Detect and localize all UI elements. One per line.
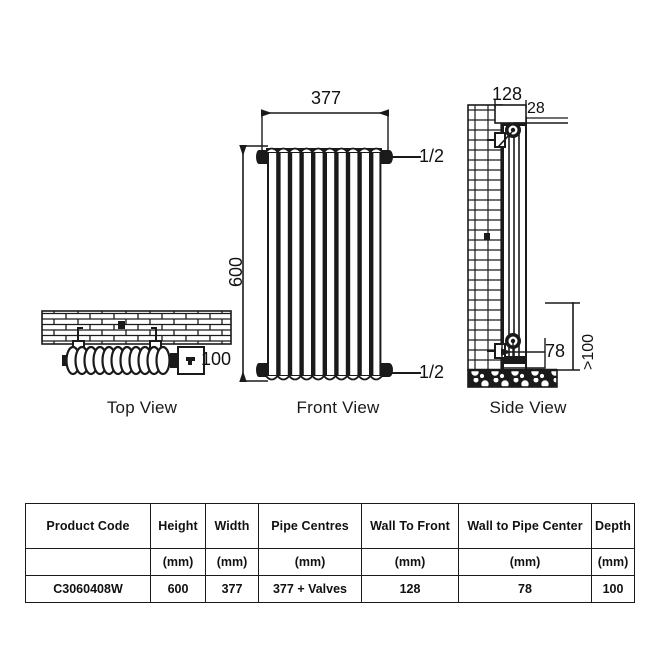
side-view-caption: Side View	[489, 398, 567, 417]
top-depth-label: 100	[201, 349, 232, 369]
side-28-dimension	[513, 117, 568, 124]
front-width-label: 377	[311, 88, 342, 108]
unit-pipe-centres: (mm)	[258, 548, 362, 576]
front-left-end-fitting	[256, 150, 269, 377]
front-top-valve-label: 1/2	[419, 146, 445, 166]
top-view-group	[41, 310, 232, 376]
side-view-floor	[467, 368, 558, 388]
top-view-caption: Top View	[106, 398, 178, 417]
front-view-columns	[267, 151, 382, 377]
value-width: 377	[205, 575, 259, 603]
header-wall-to-pipe-center: Wall to Pipe Center	[458, 503, 592, 549]
header-wall-to-front: Wall To Front	[361, 503, 459, 549]
radiator-technical-drawing-svg	[41, 100, 580, 388]
front-bottom-valve-label: 1/2	[419, 362, 445, 382]
unit-wall-to-pipe-center: (mm)	[458, 548, 592, 576]
spec-table-container: Product Code Height Width Pipe Centres W…	[25, 503, 635, 603]
unit-wall-to-front: (mm)	[361, 548, 459, 576]
side-wall-to-front-label: 128	[492, 84, 523, 104]
side-floor-clearance-dimension	[545, 302, 580, 371]
specification-table: Product Code Height Width Pipe Centres W…	[25, 503, 635, 603]
table-row: C3060408W 600 377 377 + Valves 128 78 10…	[25, 575, 635, 603]
side-view-top-port	[505, 122, 521, 138]
header-depth: Depth	[591, 503, 635, 549]
top-view-radiator	[62, 345, 205, 376]
front-right-end-fitting	[380, 150, 393, 377]
front-height-dimension	[239, 144, 268, 383]
value-depth: 100	[591, 575, 635, 603]
front-view-radiator	[256, 147, 393, 381]
value-product-code: C3060408W	[25, 575, 151, 603]
table-header-row: Product Code Height Width Pipe Centres W…	[25, 503, 635, 549]
unit-product-code	[25, 548, 151, 576]
side-78-dimension	[500, 338, 546, 369]
unit-width: (mm)	[205, 548, 259, 576]
top-view-wall	[41, 310, 232, 345]
header-height: Height	[150, 503, 206, 549]
unit-height: (mm)	[150, 548, 206, 576]
value-wall-to-front: 128	[361, 575, 459, 603]
front-width-dimension	[260, 109, 390, 150]
front-view-scallops	[265, 147, 383, 381]
header-width: Width	[205, 503, 259, 549]
side-top-offset-label: 28	[527, 100, 545, 117]
value-pipe-centres: 377 + Valves	[258, 575, 362, 603]
side-view-top-bracket	[487, 131, 513, 148]
front-view-group	[239, 109, 421, 383]
value-wall-to-pipe-center: 78	[458, 575, 592, 603]
front-view-caption: Front View	[296, 398, 380, 417]
drawing-area: 377 600 1/2 1/2 100 128 28 78 >100 Top V…	[41, 84, 597, 417]
side-floor-clearance-label: >100	[580, 333, 597, 370]
value-height: 600	[150, 575, 206, 603]
header-product-code: Product Code	[25, 503, 151, 549]
table-units-row: (mm) (mm) (mm) (mm) (mm) (mm)	[25, 548, 635, 576]
front-height-label: 600	[226, 256, 246, 287]
header-pipe-centres: Pipe Centres	[258, 503, 362, 549]
unit-depth: (mm)	[591, 548, 635, 576]
front-valve-leaders	[389, 156, 421, 374]
side-wall-to-pipe-label: 78	[545, 341, 566, 361]
side-view-group	[467, 100, 580, 388]
side-128-dimension	[494, 100, 527, 124]
